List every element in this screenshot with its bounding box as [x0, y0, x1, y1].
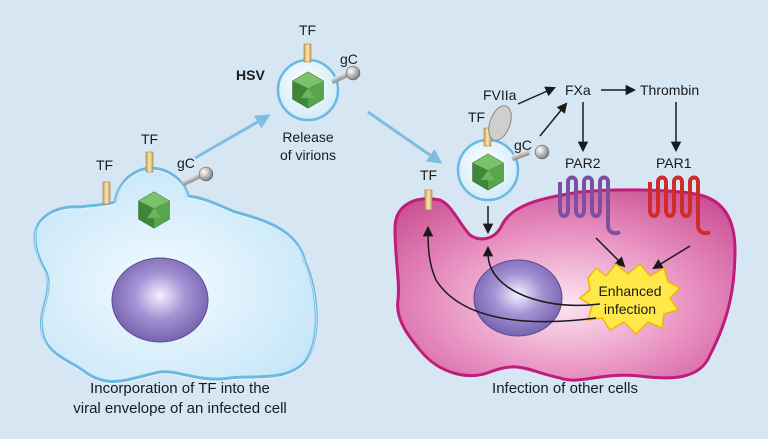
- tf-receptor-bud: [145, 151, 154, 173]
- tf-label-virion: TF: [299, 22, 316, 38]
- fxa-label: FXa: [565, 82, 591, 98]
- infect-arrow: [367, 110, 443, 164]
- release-label-line2: of virions: [280, 147, 336, 163]
- other-cell: [393, 188, 737, 382]
- enhanced-label-line2: infection: [604, 301, 656, 317]
- arrow-gc-to-fxa: [539, 102, 568, 137]
- infected-cell-nucleus: [111, 257, 209, 343]
- tf-label-bud: TF: [141, 131, 158, 147]
- hsv-label: HSV: [236, 67, 265, 83]
- arrow-par1-to-enhanced: [652, 245, 691, 270]
- caption-left-line2: viral envelope of an infected cell: [73, 400, 286, 417]
- gc-label-attaching: gC: [514, 137, 532, 153]
- par2-label: PAR2: [565, 155, 601, 171]
- tf-label-right: TF: [420, 167, 437, 183]
- release-arrow: [194, 114, 271, 160]
- gc-protein-bud: [181, 166, 214, 186]
- arrow-enhanced-to-virion: [482, 245, 601, 307]
- tf-receptor-virion: [303, 43, 312, 63]
- release-label-line1: Release: [282, 129, 334, 145]
- tf-receptor-left: [102, 181, 111, 205]
- attaching-virion: [456, 138, 520, 202]
- par1-label: PAR1: [656, 155, 692, 171]
- released-virion: [276, 58, 340, 122]
- caption-left-line1: Incorporation of TF into the: [90, 380, 270, 397]
- gc-label-virion: gC: [340, 51, 358, 67]
- par1-receptor: [648, 175, 711, 236]
- arrow-fviia-to-fxa: [517, 86, 556, 105]
- gc-protein-virion: [330, 65, 361, 84]
- other-cell-nucleus: [473, 259, 563, 337]
- tf-receptor-right: [424, 189, 433, 211]
- tf-label-attaching: TF: [468, 109, 485, 125]
- enhanced-label-line1: Enhanced: [598, 283, 661, 299]
- caption-right: Infection of other cells: [492, 380, 638, 397]
- fviia-label: FVIIa: [483, 87, 517, 103]
- arrow-enhanced-to-tf: [422, 225, 597, 323]
- arrow-par2-to-enhanced: [595, 237, 626, 268]
- tf-label-left: TF: [96, 157, 113, 173]
- par2-receptor: [558, 175, 621, 236]
- gc-protein-attaching: [510, 144, 550, 161]
- gc-label-bud: gC: [177, 155, 195, 171]
- fviia-factor: [488, 105, 512, 141]
- enhanced-infection-burst: [578, 262, 682, 336]
- thrombin-label: Thrombin: [640, 82, 699, 98]
